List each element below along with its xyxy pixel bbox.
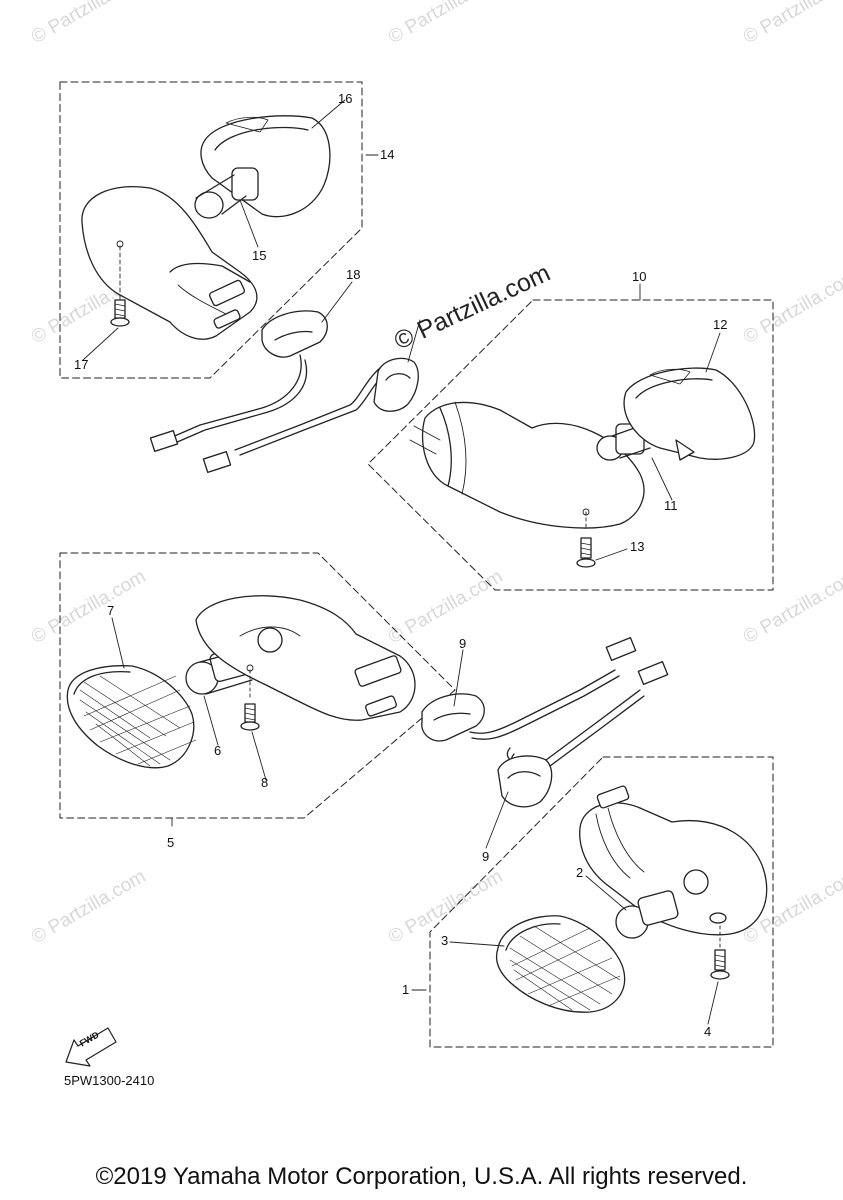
part-number-2[interactable]: 2 [576, 865, 584, 880]
bulb-15 [194, 167, 259, 219]
copyright-notice: ©2019 Yamaha Motor Corporation, U.S.A. A… [95, 1163, 748, 1190]
housing-1 [579, 785, 768, 951]
leader-lines [82, 99, 721, 1025]
part-number-8[interactable]: 8 [261, 775, 269, 790]
part-number-3[interactable]: 3 [441, 933, 449, 948]
part-number-10[interactable]: 10 [632, 269, 647, 284]
screw-4 [710, 949, 730, 980]
part-number-14[interactable]: 14 [380, 147, 395, 162]
part-number-9[interactable]: 9 [459, 636, 467, 651]
housing-10 [409, 401, 645, 531]
part-number-15[interactable]: 15 [252, 248, 267, 263]
housing-5 [195, 595, 416, 721]
part-number-17[interactable]: 17 [74, 357, 89, 372]
part-number-1[interactable]: 1 [402, 982, 410, 997]
lens-7 [66, 665, 197, 769]
grommet-9b [497, 755, 553, 808]
connector [149, 429, 179, 453]
lens-3 [495, 915, 626, 1013]
screw-13 [576, 537, 596, 568]
wire [469, 669, 616, 734]
part-number-4[interactable]: 4 [704, 1024, 712, 1039]
connector [637, 660, 669, 686]
part-number-9[interactable]: 9 [482, 849, 490, 864]
part-number-5[interactable]: 5 [167, 835, 175, 850]
screw-17 [110, 299, 130, 327]
part-number-12[interactable]: 12 [713, 317, 728, 332]
grommet [373, 357, 419, 412]
part-number-16[interactable]: 16 [338, 91, 353, 106]
grommet-18 [261, 310, 328, 358]
connector [605, 636, 637, 662]
screw-8 [240, 703, 260, 731]
connector [202, 450, 232, 474]
assembly-1-outline [429, 756, 774, 1048]
grommet-9a [421, 693, 485, 742]
lens-12 [623, 367, 756, 461]
part-number-13[interactable]: 13 [630, 539, 645, 554]
part-number-18[interactable]: 18 [346, 267, 361, 282]
assembly-10-outline [367, 299, 774, 591]
diagram-code: 5PW1300-2410 [64, 1073, 155, 1088]
part-number-7[interactable]: 7 [107, 603, 115, 618]
assembly-14-outline [59, 81, 363, 379]
housing-14 [81, 186, 258, 340]
part-number-6[interactable]: 6 [214, 743, 222, 758]
part-number-11[interactable]: 11 [664, 498, 678, 513]
assembly-5-outline [59, 552, 456, 819]
fwd-arrow-icon [65, 1027, 117, 1067]
bulb-2 [615, 890, 679, 939]
wire [169, 354, 302, 439]
